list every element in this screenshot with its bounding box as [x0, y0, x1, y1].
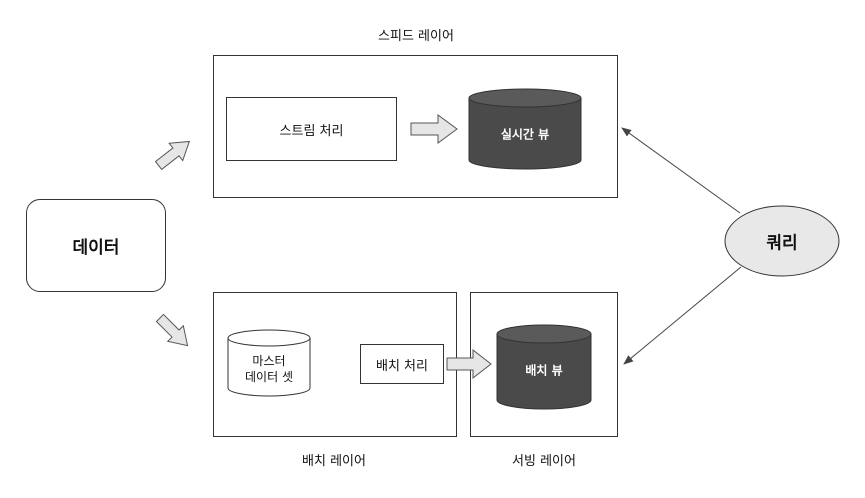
- query-label: 쿼리: [766, 233, 798, 254]
- serving-layer-title: 서빙 레이어: [512, 454, 576, 469]
- query-to-batchview-line: [623, 266, 742, 365]
- data-to-speed-arrow: [154, 140, 191, 171]
- query-to-realtime-line: [621, 127, 741, 214]
- data-source-label: 데이터: [72, 238, 120, 258]
- realtime-view-label: 실시간 뷰: [500, 127, 550, 142]
- data-to-batch-arrow: [155, 313, 189, 347]
- master-dataset-label: 마스터 데이터 셋: [245, 353, 293, 385]
- batch-view-label: 배치 뷰: [525, 363, 563, 378]
- speed-layer-title: 스피드 레이어: [378, 29, 454, 44]
- batch-layer-title: 배치 레이어: [302, 454, 366, 469]
- stream-processing-label: 스트림 처리: [279, 123, 344, 139]
- master-dataset-label-line2: 데이터 셋: [245, 370, 293, 384]
- stream-processing-node: 스트림 처리: [226, 97, 397, 161]
- data-source-node: 데이터: [26, 199, 166, 292]
- master-dataset-label-line1: 마스터: [252, 354, 286, 368]
- batch-processing-label: 배치 처리: [376, 358, 428, 374]
- batch-processing-node: 배치 처리: [360, 344, 444, 384]
